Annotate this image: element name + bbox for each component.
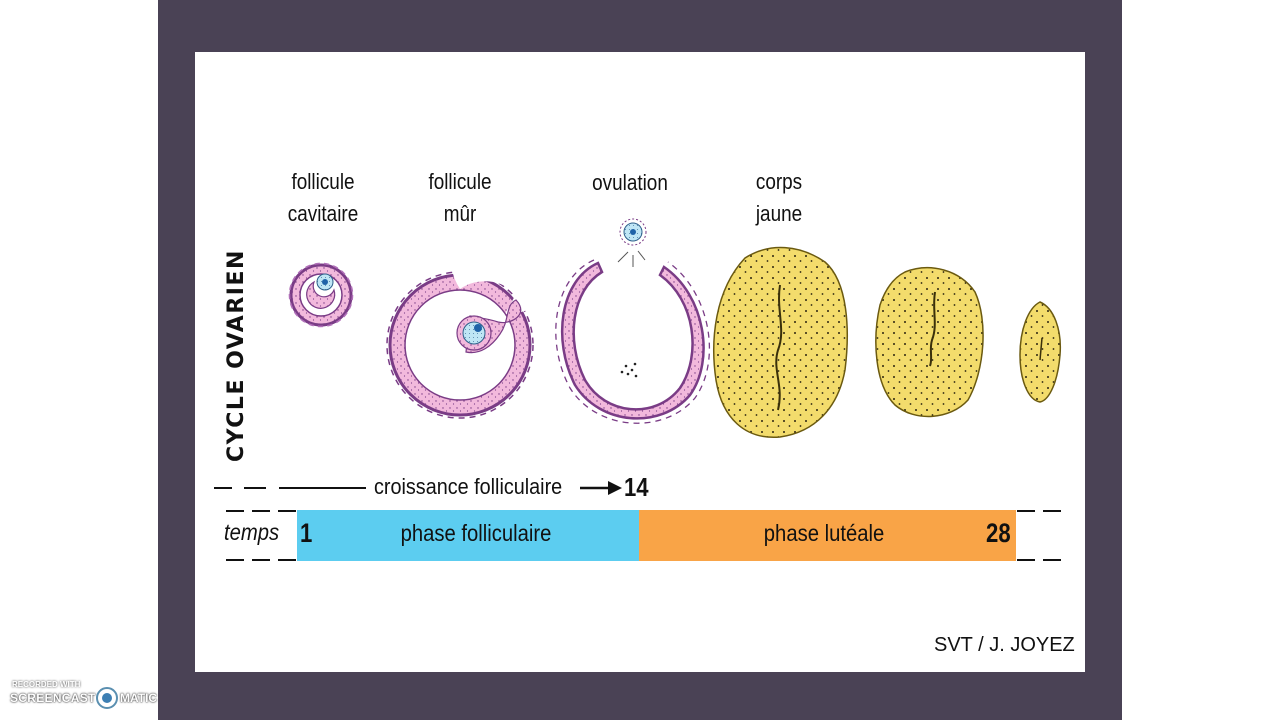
time-axis-label: temps <box>224 519 280 545</box>
corpus-luteum-small <box>1019 301 1062 403</box>
label-line: jaune <box>755 201 803 226</box>
ovulating-follicle <box>555 218 711 424</box>
mature-follicle <box>386 202 563 419</box>
cavitary-follicle <box>288 262 354 328</box>
watermark-brand-left: SCREENCAST <box>10 691 96 705</box>
growth-label: croissance folliculaire <box>374 474 563 499</box>
corpus-luteum-large <box>713 246 848 438</box>
luteal-phase-bar <box>639 510 1016 561</box>
diagram-title: CYCLE OVARIEN <box>224 249 249 462</box>
label-ovulation: ovulation <box>592 170 668 195</box>
start-day: 1 <box>300 518 313 548</box>
label-line: follicule <box>428 169 492 194</box>
screencast-o-matic-logo-icon <box>96 687 118 709</box>
arrow-right-icon <box>580 481 622 495</box>
watermark-recorded-text: RECORDED WITH <box>12 680 81 689</box>
screencast-watermark: RECORDED WITH SCREENCAST MATIC <box>6 680 166 716</box>
end-day: 28 <box>986 518 1011 548</box>
follicular-phase-label: phase folliculaire <box>400 520 552 546</box>
label-line: mûr <box>443 201 477 226</box>
label-line: cavitaire <box>287 201 359 226</box>
label-mature-follicle: follicule mûr <box>424 166 496 230</box>
label-line: follicule <box>291 169 355 194</box>
label-line: corps <box>755 169 803 194</box>
luteal-phase-label: phase lutéale <box>763 520 885 546</box>
watermark-brand-right: MATIC <box>120 691 158 705</box>
label-corpus-luteum: corps jaune <box>745 166 812 230</box>
corpus-luteum-medium <box>875 267 984 418</box>
follicular-phase-bar <box>297 510 639 561</box>
timeline-guides <box>214 487 1061 561</box>
ovulation-day: 14 <box>624 472 649 502</box>
label-cavitary-follicle: follicule cavitaire <box>286 166 360 230</box>
author-credit: SVT / J. JOYEZ <box>934 634 1075 656</box>
